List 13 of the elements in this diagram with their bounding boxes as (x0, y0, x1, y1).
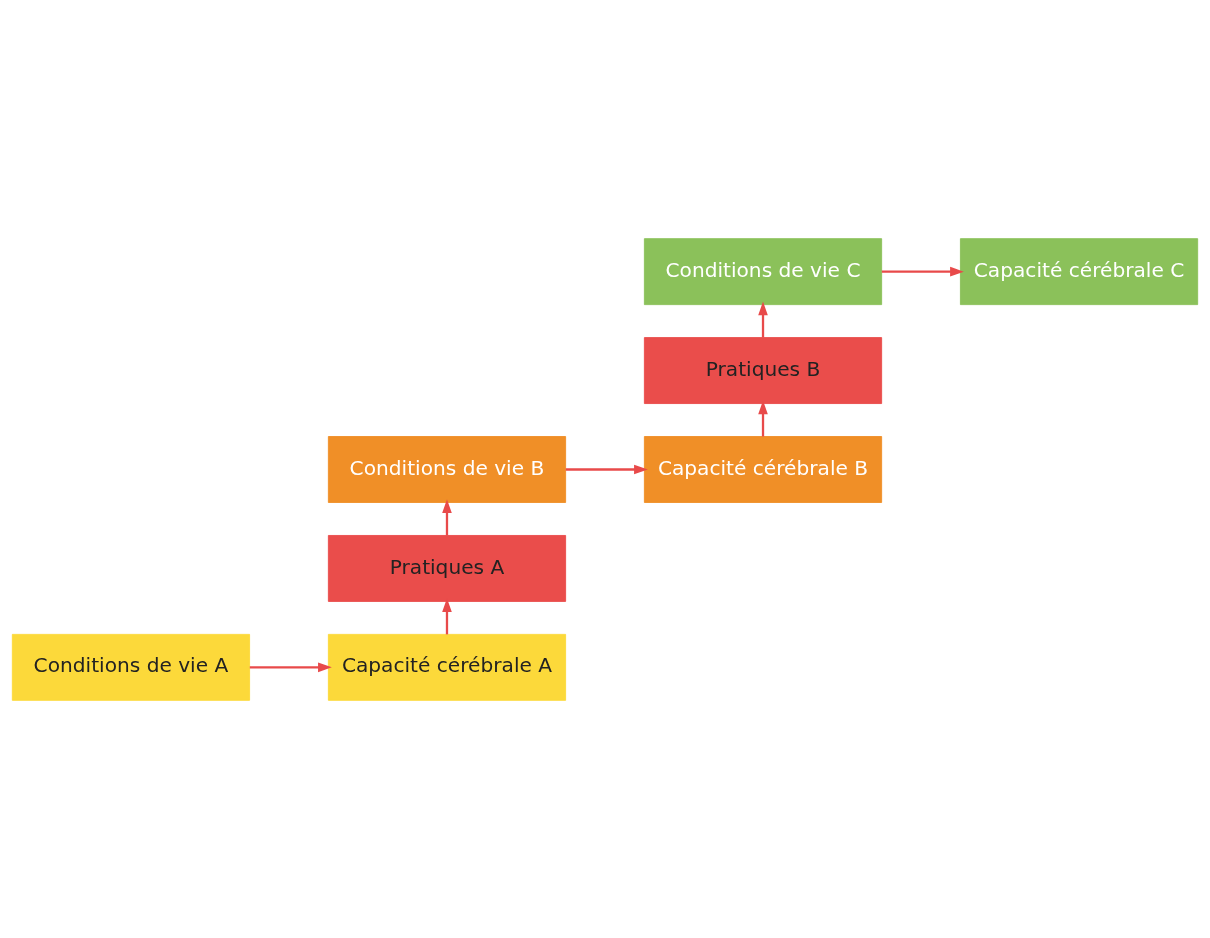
node-box: Capacité cérébrale C (959, 237, 1199, 305)
node-box: Capacité cérébrale B (643, 435, 883, 503)
node-box: Conditions de vie A (11, 633, 251, 701)
node-box: Conditions de vie C (643, 237, 883, 305)
arrow (758, 300, 768, 338)
arrow (442, 498, 452, 535)
arrow (565, 464, 648, 474)
node-box: Pratiques B (643, 336, 883, 404)
arrow (249, 662, 332, 672)
node-box: Conditions de vie B (327, 435, 567, 503)
arrow (881, 266, 964, 276)
node-box: Pratiques A (327, 534, 567, 602)
node-box: Capacité cérébrale A (327, 633, 567, 701)
